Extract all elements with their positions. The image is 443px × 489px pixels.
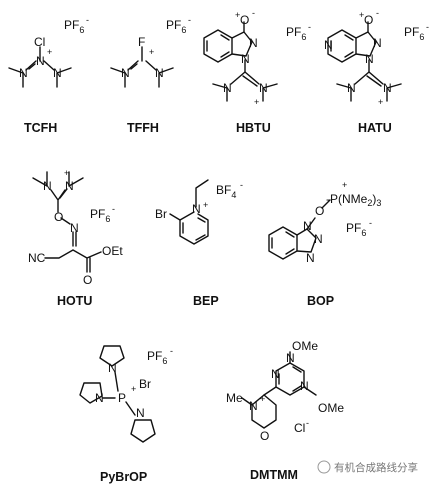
nitrogen-label: N <box>136 406 145 420</box>
compound-name-tffh: TFFH <box>127 121 159 135</box>
charge-plus: + <box>378 97 383 107</box>
n-oxide-label: O <box>364 13 373 27</box>
nitrogen-label: N <box>65 179 74 193</box>
pyridine-nitrogen-label: N <box>324 38 333 52</box>
charge-minus: - <box>240 180 243 190</box>
counterion-label: PF6 <box>147 349 167 366</box>
charge-minus: - <box>170 346 173 356</box>
nitrogen-label: N <box>95 391 104 405</box>
charge-plus: + <box>359 10 364 20</box>
wechat-icon <box>317 460 331 474</box>
nitrogen-label: N <box>303 219 312 233</box>
nitrogen-label: N <box>365 52 374 66</box>
counterion-label: PF6 <box>166 18 186 35</box>
counterion-label: Cl <box>294 421 305 435</box>
charge-plus: + <box>342 180 347 190</box>
compound-name-dmtmm: DMTMM <box>250 468 298 482</box>
pybrop-structure: N N P N Br + PF6 - <box>79 345 173 443</box>
phosphorus-label: P <box>118 391 126 405</box>
charge-minus: - <box>188 15 191 25</box>
charge-minus: - <box>426 22 429 32</box>
counterion-label: PF6 <box>404 25 424 42</box>
oxygen-label: O <box>54 210 63 224</box>
nitrogen-label: N <box>241 52 250 66</box>
charge-plus: + <box>235 10 240 20</box>
ethoxy-label: OEt <box>102 244 123 258</box>
bromo-label: Br <box>155 207 167 221</box>
counterion-label: PF6 <box>90 207 110 224</box>
bep-structure: N + Br BF4 - <box>155 179 243 245</box>
charge-plus: + <box>131 384 136 394</box>
nitrogen-label: N <box>259 81 268 95</box>
watermark-text: 有机合成路线分享 <box>334 461 418 474</box>
nitrogen-label: N <box>271 367 280 381</box>
morpholinium-nitrogen-label: N <box>249 399 258 413</box>
charge-minus: - <box>252 8 255 18</box>
phosphonium-group-label: -P(NMe2)3 <box>326 192 381 208</box>
pyridinium-nitrogen-label: N <box>192 202 201 216</box>
nitrogen-label: N <box>347 81 356 95</box>
charge-minus: - <box>86 15 89 25</box>
nitrogen-label: N <box>155 66 164 80</box>
oxygen-label: O <box>315 204 324 218</box>
fluoro-label: F <box>138 35 145 49</box>
nitrogen-label: N <box>53 66 62 80</box>
compound-name-hbtu: HBTU <box>236 121 271 135</box>
morpholine-oxygen-label: O <box>260 429 269 443</box>
nitrogen-label: N <box>249 36 258 50</box>
bromo-label: Br <box>139 377 151 391</box>
n-methyl-label: Me <box>226 391 243 405</box>
methoxy-label: OMe <box>292 339 318 353</box>
charge-minus: - <box>376 8 379 18</box>
n-oxide-label: O <box>240 13 249 27</box>
dmtmm-structure: N N N OMe OMe Me N + O Cl - <box>226 339 344 443</box>
hotu-structure: N N + O N NC OEt O PF6 - <box>28 168 123 287</box>
iminium-carbon-label: N <box>36 54 45 68</box>
hbtu-structure: O + - N N N N + PF6 - <box>203 8 311 107</box>
cyano-label: NC <box>28 251 46 265</box>
carbonyl-oxygen-label: O <box>83 273 92 287</box>
bop-structure: N N N O -P(NMe2)3 + PF6 - <box>268 180 381 265</box>
chloro-label: Cl <box>34 35 45 49</box>
nitrogen-label: N <box>314 232 323 246</box>
hatu-structure: N O + - N N N N + PF6 - <box>324 8 429 107</box>
counterion-label: PF6 <box>64 18 84 35</box>
charge-plus: + <box>149 47 154 57</box>
charge-plus: + <box>254 97 259 107</box>
nitrogen-label: N <box>108 361 117 375</box>
counterion-label: PF6 <box>346 221 366 238</box>
compound-name-hotu: HOTU <box>57 294 92 308</box>
nitrogen-label: N <box>121 66 130 80</box>
compound-name-hatu: HATU <box>358 121 392 135</box>
tffh-structure: F N N + PF6 - <box>110 15 191 88</box>
charge-minus: - <box>306 418 309 428</box>
compound-name-tcfh: TCFH <box>24 121 57 135</box>
nitrogen-label: N <box>383 81 392 95</box>
charge-plus: + <box>260 394 265 404</box>
charge-minus: - <box>308 22 311 32</box>
nitrogen-label: N <box>70 221 79 235</box>
charge-minus: - <box>369 218 372 228</box>
nitrogen-label: N <box>300 379 309 393</box>
charge-plus: + <box>47 47 52 57</box>
nitrogen-label: N <box>19 66 28 80</box>
compound-name-bop: BOP <box>307 294 334 308</box>
methoxy-label: OMe <box>318 401 344 415</box>
tcfh-structure: Cl N N N + PF6 - <box>8 15 89 88</box>
nitrogen-label: N <box>223 81 232 95</box>
nitrogen-label: N <box>373 36 382 50</box>
nitrogen-label: N <box>286 351 295 365</box>
counterion-label: PF6 <box>286 25 306 42</box>
watermark: 有机合成路线分享 <box>317 460 418 474</box>
charge-plus: + <box>203 200 208 210</box>
charge-minus: - <box>112 204 115 214</box>
counterion-label: BF4 <box>216 183 236 200</box>
nitrogen-label: N <box>306 251 315 265</box>
compound-name-pybrop: PyBrOP <box>100 470 147 484</box>
nitrogen-label: N <box>43 179 52 193</box>
charge-plus: + <box>64 168 69 178</box>
compound-name-bep: BEP <box>193 294 219 308</box>
